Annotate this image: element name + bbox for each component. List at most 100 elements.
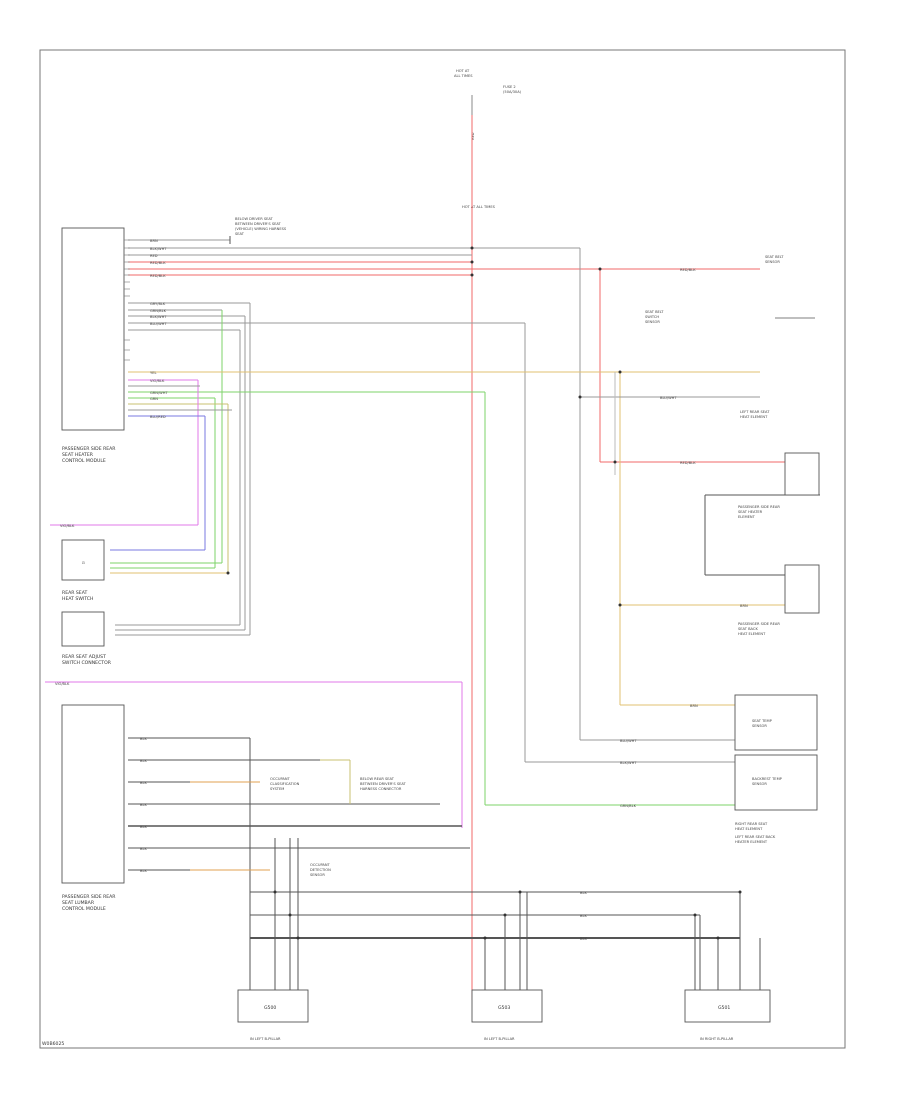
svg-text:LEFT REAR SEAT: LEFT REAR SEAT (740, 410, 770, 414)
passenger-seat-module-label: PASSENGER SIDE REAR SEAT HEATER CONTROL … (62, 446, 116, 464)
switch-glyph: ⊡ (82, 561, 85, 565)
ground-g500-label: G500 (264, 1005, 276, 1011)
svg-text:RED: RED (150, 254, 158, 258)
svg-text:CLASSIFICATION: CLASSIFICATION (270, 782, 300, 786)
seat-temp-sensor-label-2: SENSOR (752, 724, 767, 728)
svg-text:BLK: BLK (140, 847, 147, 851)
svg-text:VIO/BLK: VIO/BLK (55, 682, 70, 686)
svg-text:SENSOR: SENSOR (765, 260, 780, 264)
rear-seat-heat-switch-label: REAR SEAT HEAT SWITCH (62, 590, 93, 602)
wires (45, 95, 820, 1000)
svg-text:PASSENGER SIDE REAR: PASSENGER SIDE REAR (738, 622, 780, 626)
rear-seat-adjust-switch (61, 611, 105, 647)
ground-g500 (237, 989, 309, 1023)
svg-text:REAR SEAT: REAR SEAT (62, 590, 87, 596)
svg-text:BLU/WHT: BLU/WHT (660, 396, 677, 400)
svg-text:OCCUPANT: OCCUPANT (270, 777, 291, 781)
svg-text:YEL: YEL (150, 371, 156, 375)
wire-code-labels: BRN BLK/WHT RED RED/BLK RED/BLK GRY/BLK … (55, 239, 748, 941)
passenger-seat-module (61, 227, 125, 431)
corner-code: W0B6025 (42, 1041, 64, 1047)
svg-text:SWITCH CONNECTOR: SWITCH CONNECTOR (62, 660, 112, 666)
svg-text:SENSOR: SENSOR (310, 873, 325, 877)
ground-g501-label: G501 (718, 1005, 730, 1011)
ground-g501-note: IN RIGHT B-PILLAR (700, 1037, 734, 1041)
pin-ticks (124, 239, 130, 361)
svg-text:ELEMENT: ELEMENT (738, 515, 756, 519)
svg-text:REAR SEAT ADJUST: REAR SEAT ADJUST (62, 654, 106, 660)
svg-text:BLU/WHT: BLU/WHT (150, 322, 167, 326)
svg-text:BETWEEN DRIVER'S SEAT: BETWEEN DRIVER'S SEAT (360, 782, 407, 786)
svg-text:SEAT BELT: SEAT BELT (765, 255, 784, 259)
svg-text:HARNESS CONNECTOR: HARNESS CONNECTOR (360, 787, 402, 791)
svg-text:CONTROL MODULE: CONTROL MODULE (62, 906, 106, 912)
svg-text:PASSENGER SIDE REAR: PASSENGER SIDE REAR (738, 505, 780, 509)
svg-text:HEATER ELEMENT: HEATER ELEMENT (735, 840, 768, 844)
rear-seat-heat-switch (61, 539, 105, 581)
svg-text:VIO/BLK: VIO/BLK (60, 524, 75, 528)
svg-text:PASSENGER SIDE REAR: PASSENGER SIDE REAR (62, 894, 116, 900)
seat-belt-sensor-label: SEAT BELT SENSOR (765, 255, 815, 319)
svg-text:BLU/WHT: BLU/WHT (620, 739, 637, 743)
svg-text:HOT AT: HOT AT (456, 69, 470, 73)
lumbar-control-module-label: PASSENGER SIDE REAR SEAT LUMBAR CONTROL … (62, 894, 116, 912)
svg-text:GRN/BLK: GRN/BLK (150, 309, 167, 313)
svg-text:BLK: BLK (140, 737, 147, 741)
svg-text:HOT AT ALL TIMES: HOT AT ALL TIMES (462, 205, 496, 209)
seat-temp-sensor-label-1: SEAT TEMP (752, 719, 773, 723)
svg-text:BRN: BRN (690, 704, 698, 708)
backrest-sensor-box (734, 754, 818, 811)
svg-text:GRN/WHT: GRN/WHT (150, 391, 168, 395)
svg-text:SEAT LUMBAR: SEAT LUMBAR (62, 900, 95, 906)
svg-text:CONTROL MODULE: CONTROL MODULE (62, 458, 106, 464)
backrest-sensor-label-1: BACKREST TEMP (752, 777, 783, 781)
ground-g500-note: IN LEFT B-PILLAR (250, 1037, 281, 1041)
svg-text:GRN: GRN (150, 397, 158, 401)
svg-text:BLK: BLK (580, 937, 587, 941)
svg-text:SEAT HEATER: SEAT HEATER (738, 510, 763, 514)
heat-element-2-label: PASSENGER SIDE REAR SEAT BACK HEAT ELEME… (738, 622, 780, 636)
svg-text:BLK/WHT: BLK/WHT (150, 315, 167, 319)
svg-text:SEAT BACK: SEAT BACK (738, 627, 758, 631)
svg-text:SEAT HEATER: SEAT HEATER (62, 452, 94, 458)
junction-dots (226, 246, 742, 940)
svg-text:GRY/BLK: GRY/BLK (150, 302, 166, 306)
svg-text:HEAT SWITCH: HEAT SWITCH (62, 596, 93, 602)
heat-element-1 (784, 452, 820, 496)
ground-g503-label: G503 (498, 1005, 510, 1011)
svg-text:VIO/BLK: VIO/BLK (150, 379, 165, 383)
svg-text:RED/BLK: RED/BLK (150, 261, 166, 265)
svg-text:BLK: BLK (140, 781, 147, 785)
left-rear-seat-label: LEFT REAR SEAT HEAT ELEMENT (740, 410, 770, 419)
svg-text:RED/BLK: RED/BLK (150, 274, 166, 278)
svg-text:(VEHICLE) WIRING HARNESS: (VEHICLE) WIRING HARNESS (235, 227, 287, 231)
svg-text:BLK: BLK (140, 759, 147, 763)
svg-text:(50A/30A): (50A/30A) (503, 90, 522, 94)
svg-text:BLK: BLK (580, 891, 587, 895)
svg-text:SENSOR: SENSOR (645, 320, 660, 324)
svg-text:LEFT REAR SEAT BACK: LEFT REAR SEAT BACK (735, 835, 776, 839)
ground-g501 (684, 989, 771, 1023)
svg-text:PASSENGER SIDE REAR: PASSENGER SIDE REAR (62, 446, 116, 452)
occupant-classification-label: OCCUPANT CLASSIFICATION SYSTEM OCCUPANT … (270, 777, 407, 877)
svg-text:HEAT ELEMENT: HEAT ELEMENT (735, 827, 763, 831)
svg-text:SYSTEM: SYSTEM (270, 787, 284, 791)
svg-text:BLK: BLK (140, 869, 147, 873)
svg-text:BLK: BLK (140, 803, 147, 807)
svg-text:BELOW DRIVER SEAT: BELOW DRIVER SEAT (235, 217, 274, 221)
rear-module-note: RIGHT REAR SEAT HEAT ELEMENT LEFT REAR S… (735, 822, 776, 844)
svg-text:BELOW REAR SEAT: BELOW REAR SEAT (360, 777, 395, 781)
svg-text:SEAT: SEAT (235, 232, 245, 236)
svg-text:BLK: BLK (140, 825, 147, 829)
svg-text:OCCUPANT: OCCUPANT (310, 863, 331, 867)
svg-text:BRN: BRN (740, 604, 748, 608)
svg-text:HEAT ELEMENT: HEAT ELEMENT (740, 415, 768, 419)
svg-text:RED/BLK: RED/BLK (680, 268, 696, 272)
svg-text:SEAT BELT: SEAT BELT (645, 310, 664, 314)
rear-seat-adjust-switch-label: REAR SEAT ADJUST SWITCH CONNECTOR (62, 654, 112, 666)
ground-g503-note: IN LEFT B-PILLAR (484, 1037, 515, 1041)
diagram-frame (39, 49, 846, 1049)
svg-text:BLK: BLK (580, 914, 587, 918)
svg-text:GRN/BLK: GRN/BLK (620, 804, 637, 808)
